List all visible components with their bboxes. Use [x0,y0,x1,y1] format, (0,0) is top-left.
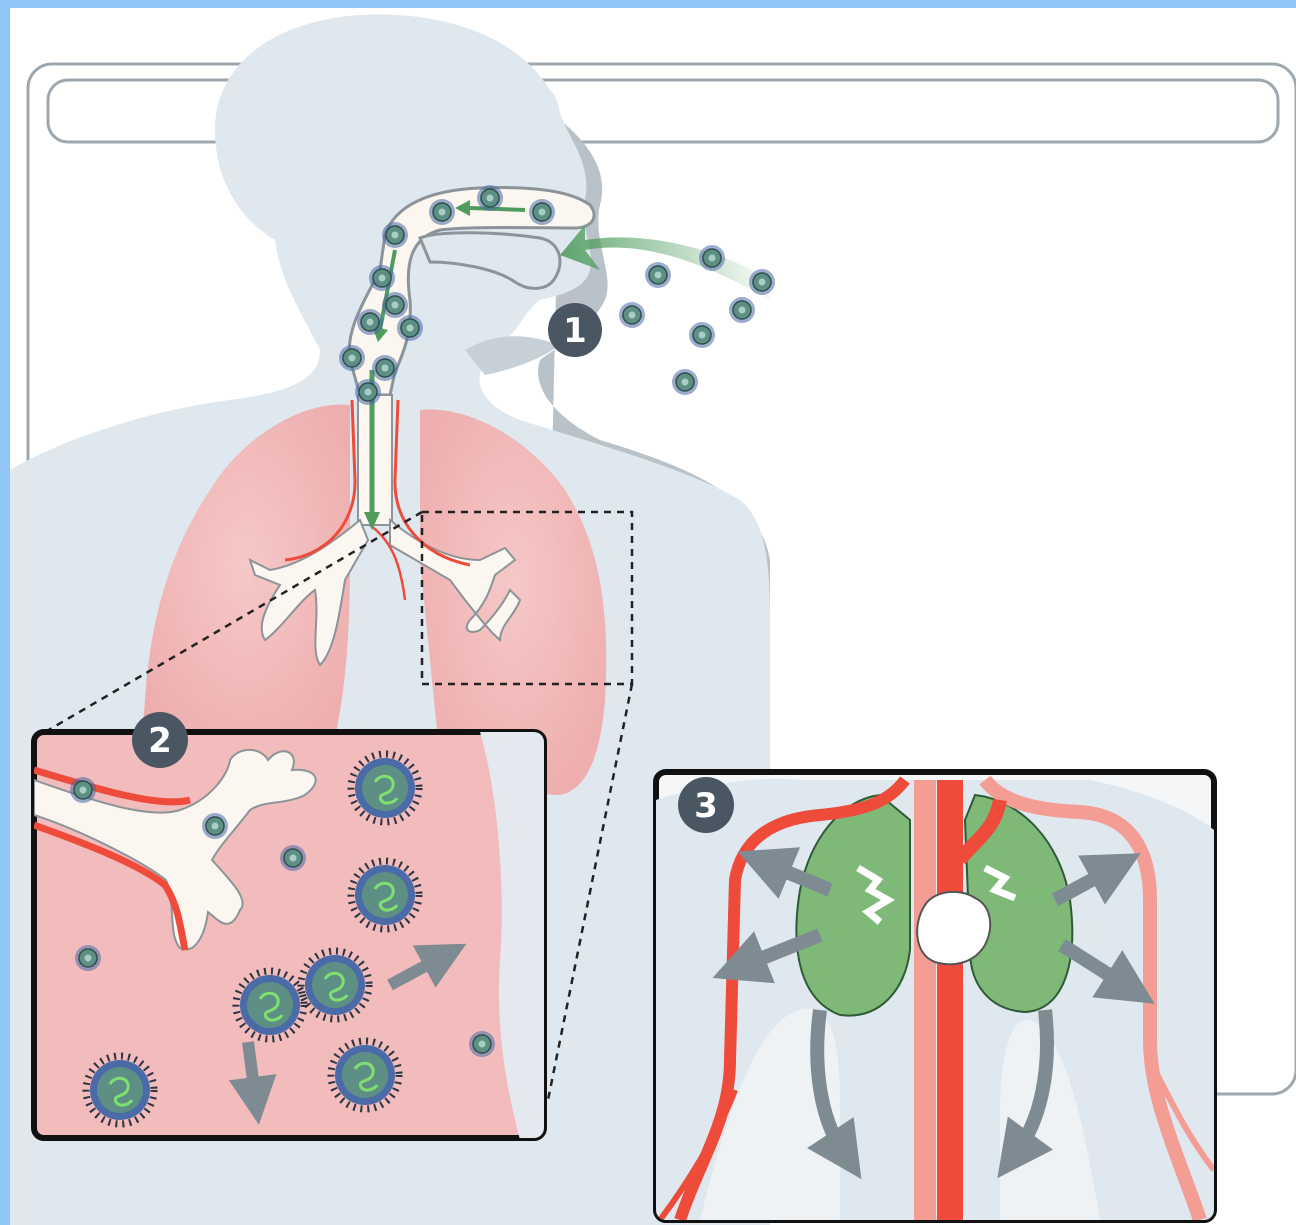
virus-particle-icon [749,269,775,295]
virus-particle-icon [75,945,101,971]
virus-particle-icon [382,292,408,318]
heart-icon [917,892,990,964]
virus-particle-icon [529,199,555,225]
inset-bloodstream-spread [656,772,1214,1220]
virus-particle-icon [280,845,306,871]
step-badge-3: 3 [678,777,734,833]
virus-particle-icon [355,379,381,405]
virus-particle-icon [672,369,698,395]
virus-particle-icon [372,355,398,381]
virus-particle-icon [357,309,383,335]
virus-particle-icon [729,297,755,323]
gray-spread-arrow-icon [248,1042,255,1095]
virus-particle-icon [70,777,96,803]
step-badge-2: 2 [132,712,188,768]
virus-particle-icon [619,302,645,328]
virus-particle-icon [469,1031,495,1057]
virus-particle-icon [202,813,228,839]
virus-particle-icon [429,199,455,225]
virus-particle-icon [689,322,715,348]
virus-particle-icon [382,222,408,248]
virus-particle-icon [477,185,503,211]
virus-particle-icon [339,345,365,371]
virus-particle-icon [397,315,423,341]
step-number-1: 1 [563,311,587,351]
step-number-2: 2 [148,721,172,761]
inset-lung-infection [34,732,550,1140]
virus-particle-icon [369,265,395,291]
step-number-3: 3 [694,786,718,826]
virus-particle-icon [699,245,725,271]
virus-particle-icon [645,262,671,288]
step-badge-1: 1 [548,303,602,357]
